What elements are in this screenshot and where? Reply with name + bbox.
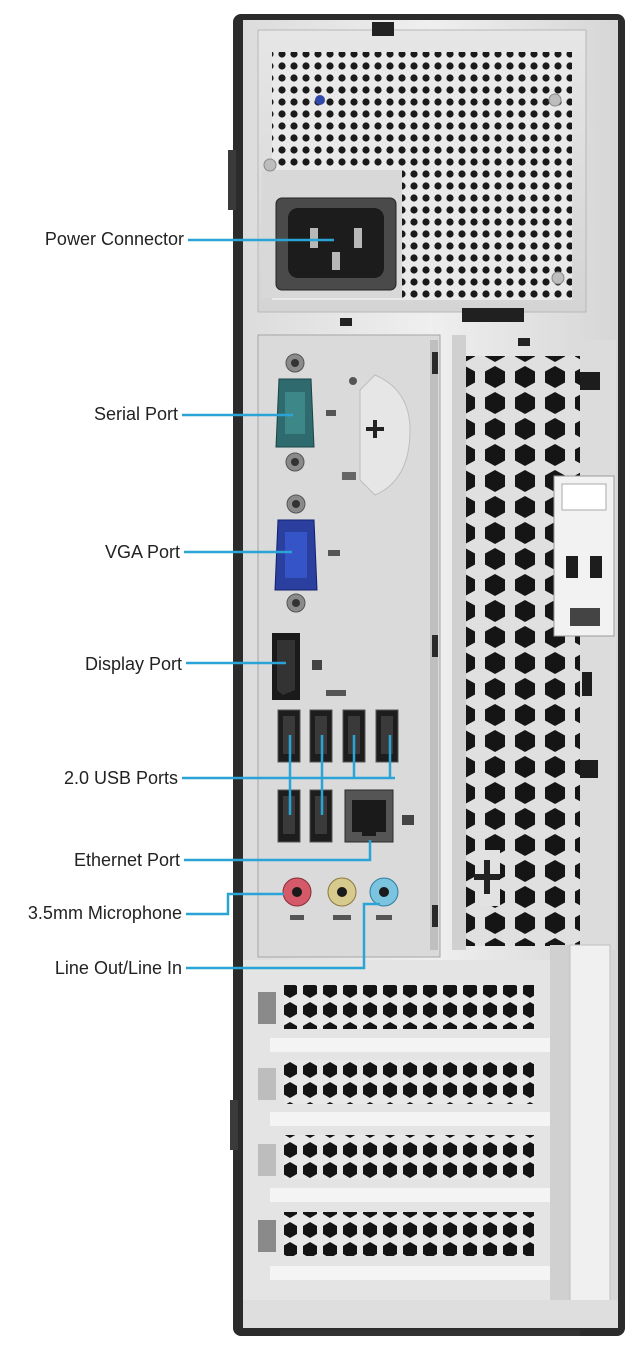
psu-top-notch <box>372 22 394 36</box>
label-display-port: Display Port <box>84 654 182 674</box>
expansion-slot-3 <box>284 1135 534 1179</box>
label-power-connector: Power Connector <box>44 229 184 249</box>
ethernet-port-icon <box>344 789 414 843</box>
callout-mic <box>186 892 284 916</box>
display-port-icon <box>272 633 322 700</box>
callout-lines <box>182 238 395 970</box>
audio-jacks-icon <box>282 877 399 920</box>
serial-port-icon <box>275 353 315 472</box>
label-serial-port: Serial Port <box>93 404 178 424</box>
label-vga-port: VGA Port <box>104 542 180 562</box>
power-connector-icon <box>275 197 397 291</box>
side-vent <box>464 356 590 946</box>
expansion-slot-1 <box>284 985 534 1029</box>
label-ethernet-port: Ethernet Port <box>73 850 180 870</box>
label-line-out-in: Line Out/Line In <box>54 958 182 978</box>
expansion-slot-4 <box>284 1212 534 1256</box>
label-usb-ports: 2.0 USB Ports <box>63 768 178 788</box>
vga-port-icon <box>274 494 318 613</box>
label-microphone: 3.5mm Microphone <box>27 903 182 923</box>
expansion-slot-2 <box>284 1060 534 1104</box>
callout-lineout <box>186 902 380 970</box>
callout-ethernet <box>184 840 372 862</box>
knockout-plus-icon <box>349 374 411 496</box>
lock-latch-icon <box>553 475 615 637</box>
